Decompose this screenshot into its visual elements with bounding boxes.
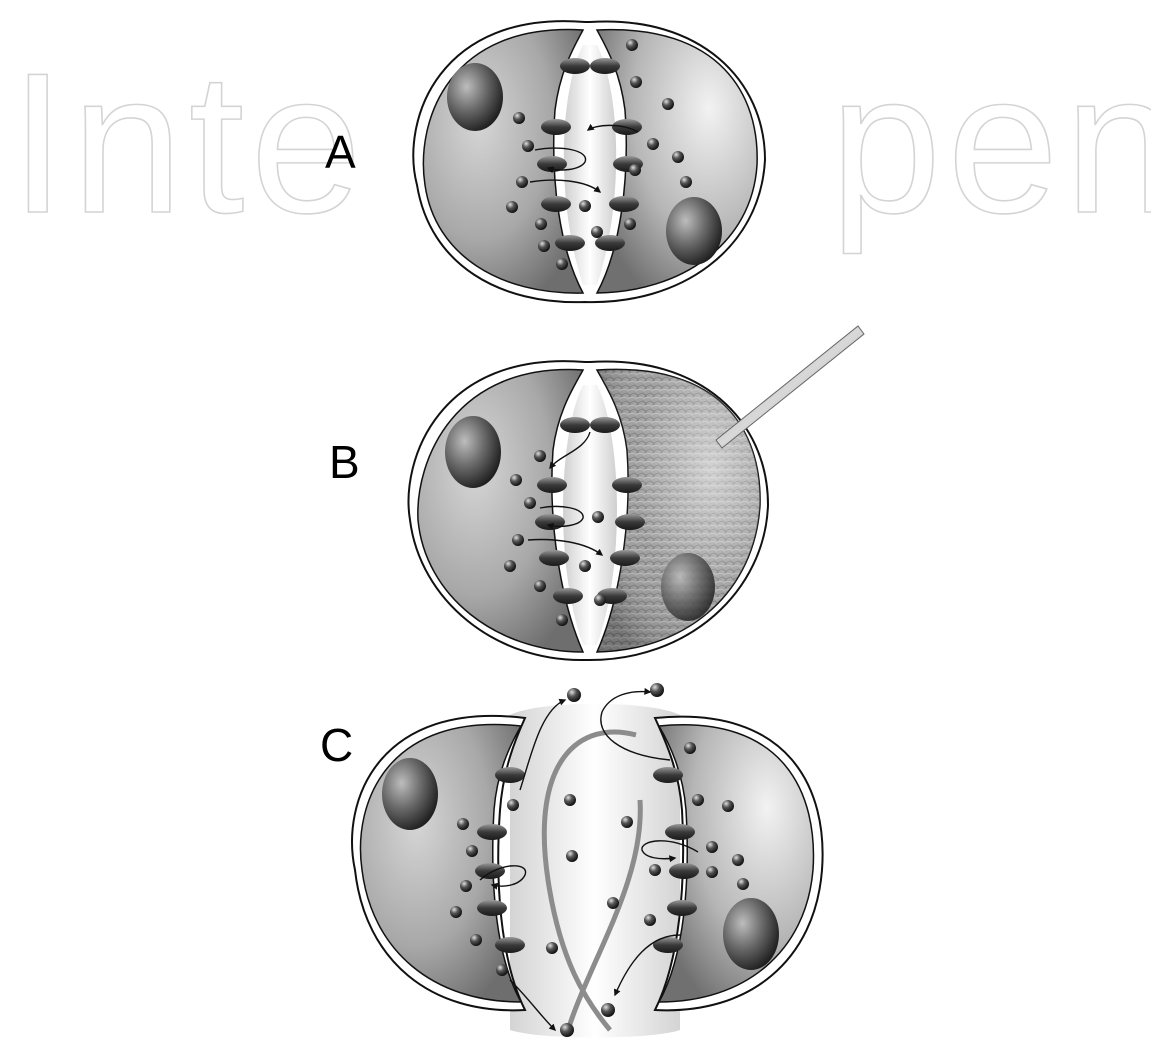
- panel-label-a: A: [325, 126, 356, 178]
- molecule-icon: [460, 880, 472, 892]
- molecule-icon: [662, 98, 674, 110]
- molecule-icon: [534, 580, 546, 592]
- gap-junction-channel-icon: [495, 937, 525, 953]
- gap-junction-channel-icon: [609, 196, 639, 212]
- molecule-icon: [560, 1023, 574, 1037]
- molecule-icon: [592, 511, 604, 523]
- molecule-icon: [626, 39, 638, 51]
- gap-junction-channel-icon: [539, 550, 569, 566]
- molecule-icon: [629, 164, 641, 176]
- gap-junction-channel-icon: [560, 58, 590, 74]
- molecule-icon: [692, 794, 704, 806]
- molecule-icon: [522, 140, 534, 152]
- gap-junction-channel-icon: [477, 900, 507, 916]
- microinjection-needle: [716, 326, 864, 448]
- gap-junction-channel-icon: [477, 824, 507, 840]
- molecule-icon: [649, 864, 661, 876]
- molecule-icon: [507, 799, 519, 811]
- molecule-icon: [524, 497, 536, 509]
- molecule-icon: [510, 474, 522, 486]
- molecule-icon: [680, 176, 692, 188]
- nucleus-icon: [445, 416, 501, 488]
- molecule-icon: [650, 683, 664, 697]
- molecule-icon: [470, 934, 482, 946]
- molecule-icon: [630, 76, 642, 88]
- molecule-icon: [513, 112, 525, 124]
- gap-junction-channel-icon: [555, 235, 585, 251]
- gap-junction-channel-icon: [667, 900, 697, 916]
- molecule-icon: [647, 138, 659, 150]
- molecule-icon: [579, 560, 591, 572]
- molecule-icon: [466, 845, 478, 857]
- molecule-icon: [601, 1003, 615, 1017]
- molecule-icon: [579, 200, 591, 212]
- gap-junction-channel-icon: [653, 937, 683, 953]
- gap-junction-channel-icon: [590, 417, 620, 433]
- molecule-icon: [506, 201, 518, 213]
- nucleus-icon: [382, 758, 438, 830]
- molecule-icon: [732, 854, 744, 866]
- panel-a: A: [325, 21, 765, 302]
- watermark-text-right: pen: [830, 32, 1151, 255]
- molecule-icon: [706, 841, 718, 853]
- molecule-icon: [722, 800, 734, 812]
- panel-b: B: [329, 326, 864, 660]
- molecule-icon: [567, 688, 581, 702]
- gap-junction-channel-icon: [669, 863, 699, 879]
- panel-label-b: B: [329, 436, 360, 488]
- gap-junction-channel-icon: [537, 477, 567, 493]
- gap-junction-channel-icon: [553, 588, 583, 604]
- gap-junction-channel-icon: [615, 514, 645, 530]
- nucleus-icon: [447, 63, 503, 131]
- gap-junction-channel-icon: [541, 119, 571, 135]
- molecule-icon: [706, 866, 718, 878]
- gap-junction-channel-icon: [495, 767, 525, 783]
- nucleus-icon: [661, 553, 715, 621]
- molecule-icon: [556, 614, 568, 626]
- gap-junction-channel-icon: [653, 767, 683, 783]
- molecule-icon: [684, 742, 696, 754]
- molecule-icon: [457, 818, 469, 830]
- molecule-icon: [538, 240, 550, 252]
- molecule-icon: [566, 850, 578, 862]
- molecule-icon: [450, 906, 462, 918]
- panel-label-c: C: [320, 719, 353, 771]
- nucleus-icon: [666, 197, 722, 265]
- molecule-icon: [621, 816, 633, 828]
- gap-junction-channel-icon: [610, 550, 640, 566]
- gap-junction-channel-icon: [560, 417, 590, 433]
- molecule-icon: [607, 897, 619, 909]
- gap-junction-channel-icon: [665, 824, 695, 840]
- molecule-icon: [644, 914, 656, 926]
- molecule-icon: [624, 218, 636, 230]
- molecule-icon: [594, 594, 606, 606]
- watermark-text-left: Inte: [10, 32, 368, 255]
- molecule-icon: [512, 534, 524, 546]
- gap-junction-channel-icon: [475, 863, 505, 879]
- gap-junction-channel-icon: [535, 514, 565, 530]
- gap-junction-channel-icon: [612, 477, 642, 493]
- molecule-icon: [535, 218, 547, 230]
- molecule-icon: [564, 794, 576, 806]
- molecule-icon: [516, 176, 528, 188]
- molecule-icon: [737, 878, 749, 890]
- nucleus-icon: [723, 898, 779, 970]
- molecule-icon: [504, 560, 516, 572]
- molecule-icon: [496, 964, 508, 976]
- molecule-icon: [591, 226, 603, 238]
- molecule-icon: [546, 942, 558, 954]
- molecule-icon: [556, 258, 568, 270]
- gap-junction-channel-icon: [590, 58, 620, 74]
- molecule-icon: [534, 450, 546, 462]
- gap-junction-channel-icon: [541, 196, 571, 212]
- panel-c: C: [320, 683, 823, 1038]
- molecule-icon: [672, 151, 684, 163]
